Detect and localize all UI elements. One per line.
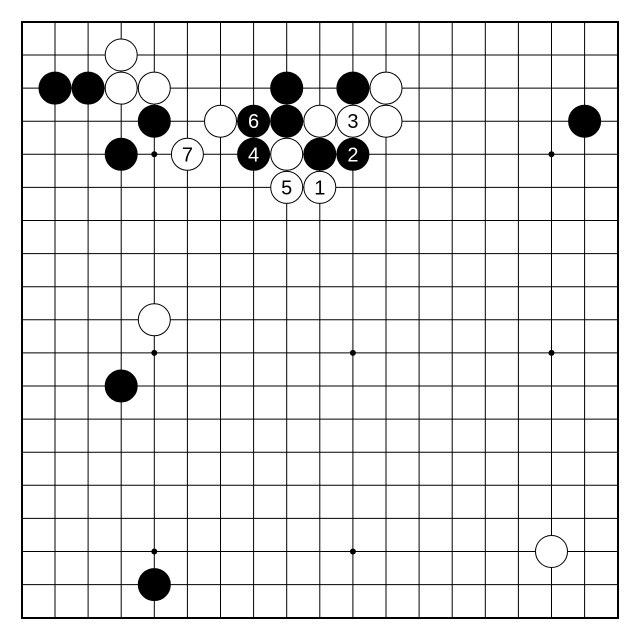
move-number-label: 5 xyxy=(281,177,292,199)
black-stone xyxy=(104,137,138,171)
black-stone xyxy=(137,104,171,138)
stone-disc xyxy=(270,104,304,138)
stone-disc xyxy=(303,137,337,171)
black-stone xyxy=(71,71,105,105)
black-stone xyxy=(270,104,304,138)
white-stone xyxy=(535,535,568,568)
move-number-label: 1 xyxy=(314,177,325,199)
stone-disc xyxy=(369,71,403,105)
stone-disc xyxy=(270,71,304,105)
black-stone xyxy=(270,71,304,105)
black-stone xyxy=(568,104,602,138)
white-stone: 7 xyxy=(170,137,204,171)
white-stone xyxy=(204,104,237,138)
stone-disc xyxy=(137,71,171,105)
stone-disc xyxy=(270,170,304,204)
black-stone xyxy=(38,71,72,105)
white-stone: 3 xyxy=(336,104,370,138)
white-stone xyxy=(137,71,171,105)
black-stone xyxy=(336,71,370,105)
star-point xyxy=(151,349,158,356)
stone-disc xyxy=(137,104,171,138)
stone-disc xyxy=(303,170,337,204)
star-point xyxy=(548,151,555,158)
black-stone xyxy=(104,369,138,403)
stone-disc xyxy=(104,137,138,171)
stone-disc xyxy=(137,568,171,602)
stone-disc xyxy=(104,38,138,72)
star-point xyxy=(151,548,158,555)
white-stone: 1 xyxy=(303,170,337,204)
move-number-label: 2 xyxy=(347,144,358,166)
stone-disc xyxy=(170,137,204,171)
stone-disc xyxy=(270,137,304,171)
stone-disc xyxy=(568,104,602,138)
stone-disc xyxy=(104,71,138,105)
stone-disc xyxy=(237,137,271,171)
stone-disc xyxy=(38,71,72,105)
stone-disc xyxy=(137,303,171,337)
white-stone xyxy=(369,104,403,138)
stone-disc xyxy=(303,104,337,138)
board-border xyxy=(21,21,619,619)
stone-disc xyxy=(336,137,370,171)
white-stone xyxy=(137,303,171,337)
black-stone: 6 xyxy=(237,104,271,138)
star-point xyxy=(151,151,158,158)
stone-disc xyxy=(104,369,138,403)
white-stone xyxy=(104,38,138,72)
star-points xyxy=(151,151,555,555)
move-number-label: 7 xyxy=(182,144,193,166)
black-stone xyxy=(137,568,171,602)
white-stone xyxy=(104,71,138,105)
stone-disc xyxy=(336,104,370,138)
stone-disc xyxy=(237,104,271,138)
stone-disc xyxy=(369,104,403,138)
white-stone xyxy=(270,137,304,171)
stone-disc xyxy=(204,104,237,138)
move-number-label: 3 xyxy=(347,111,358,133)
star-point xyxy=(548,349,555,356)
move-number-label: 4 xyxy=(248,144,259,166)
stone-disc xyxy=(71,71,105,105)
white-stone xyxy=(303,104,337,138)
stone-disc xyxy=(535,535,568,568)
black-stone: 4 xyxy=(237,137,271,171)
move-number-label: 6 xyxy=(248,111,259,133)
star-point xyxy=(349,349,356,356)
stone-disc xyxy=(336,71,370,105)
star-point xyxy=(349,548,356,555)
white-stone xyxy=(369,71,403,105)
white-stone: 5 xyxy=(270,170,304,204)
black-stone xyxy=(303,137,337,171)
black-stone: 2 xyxy=(336,137,370,171)
